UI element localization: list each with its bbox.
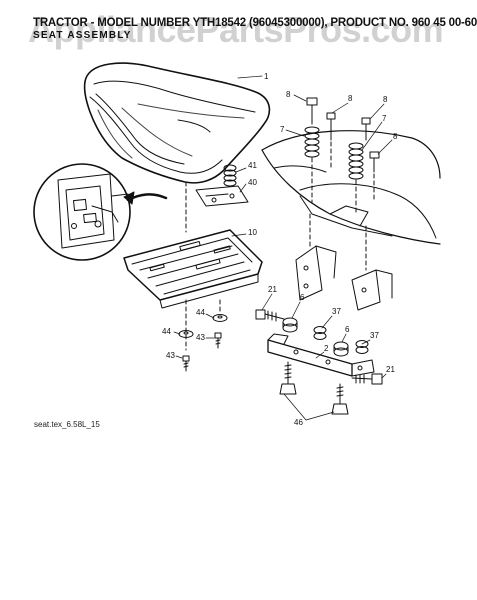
bolt-part-43 [214,332,222,349]
bolt-part-43 [182,355,190,372]
bolt-part-8 [306,97,318,125]
arrow-head [123,191,135,205]
detail-inset [33,163,131,261]
callout-6: 6 [300,293,305,302]
callout-44: 44 [196,308,205,317]
bracket-part-2 [267,333,375,377]
callout-21: 21 [268,285,277,294]
callout-1: 1 [264,72,269,81]
fender-frame [261,130,441,311]
parts-diagram-page: AppliancePartsPros.com TRACTOR - MODEL N… [28,9,477,429]
callout-8: 8 [348,94,353,103]
callout-7: 7 [382,114,387,123]
spring-part-7 [304,126,320,158]
callout-8: 8 [383,95,388,104]
washer-part-44 [212,314,228,322]
seat-part [83,62,271,184]
callout-2: 2 [324,344,329,353]
callout-43: 43 [166,351,175,360]
callout-44: 44 [162,327,171,336]
nut-part-37 [355,340,369,354]
callout-8: 8 [286,90,291,99]
diagram-footer-code: seat.tex_6.58L_15 [34,420,100,429]
bolt-part-8 [369,151,380,173]
nut-part-37 [313,326,327,340]
callout-6: 6 [345,325,350,334]
diagram-subtitle: SEAT ASSEMBLY [33,30,132,41]
nut-part-6 [282,317,298,333]
callout-40: 40 [248,178,257,187]
nut-part-6 [333,341,349,357]
bolt-part-8 [326,112,336,141]
callout-41: 41 [248,161,257,170]
bolt-part-46 [279,361,297,395]
bolt-part-21 [351,373,383,385]
callout-37: 37 [332,307,341,316]
callout-labels: 1 8 8 8 7 7 8 41 40 10 21 6 37 2 37 6 21… [162,72,398,427]
bolt-part-21 [255,309,285,322]
bolt-part-46 [331,383,349,415]
callout-46: 46 [294,418,303,427]
callout-43: 43 [196,333,205,342]
bracket-part-40 [195,185,249,207]
callout-21: 21 [386,365,395,374]
diagram-title: TRACTOR - MODEL NUMBER YTH18542 (9604530… [33,17,477,29]
callout-7: 7 [280,125,285,134]
callout-8: 8 [393,132,398,141]
leader-lines [173,75,393,421]
bolt-part-8 [361,117,371,141]
callout-37: 37 [370,331,379,340]
seat-assembly-diagram: 1 8 8 8 7 7 8 41 40 10 21 6 37 2 37 6 21… [33,62,441,427]
callout-10: 10 [248,228,257,237]
seat-pan-part-10 [123,229,263,309]
spring-part-7 [348,142,364,180]
spring-part-41 [223,164,237,187]
